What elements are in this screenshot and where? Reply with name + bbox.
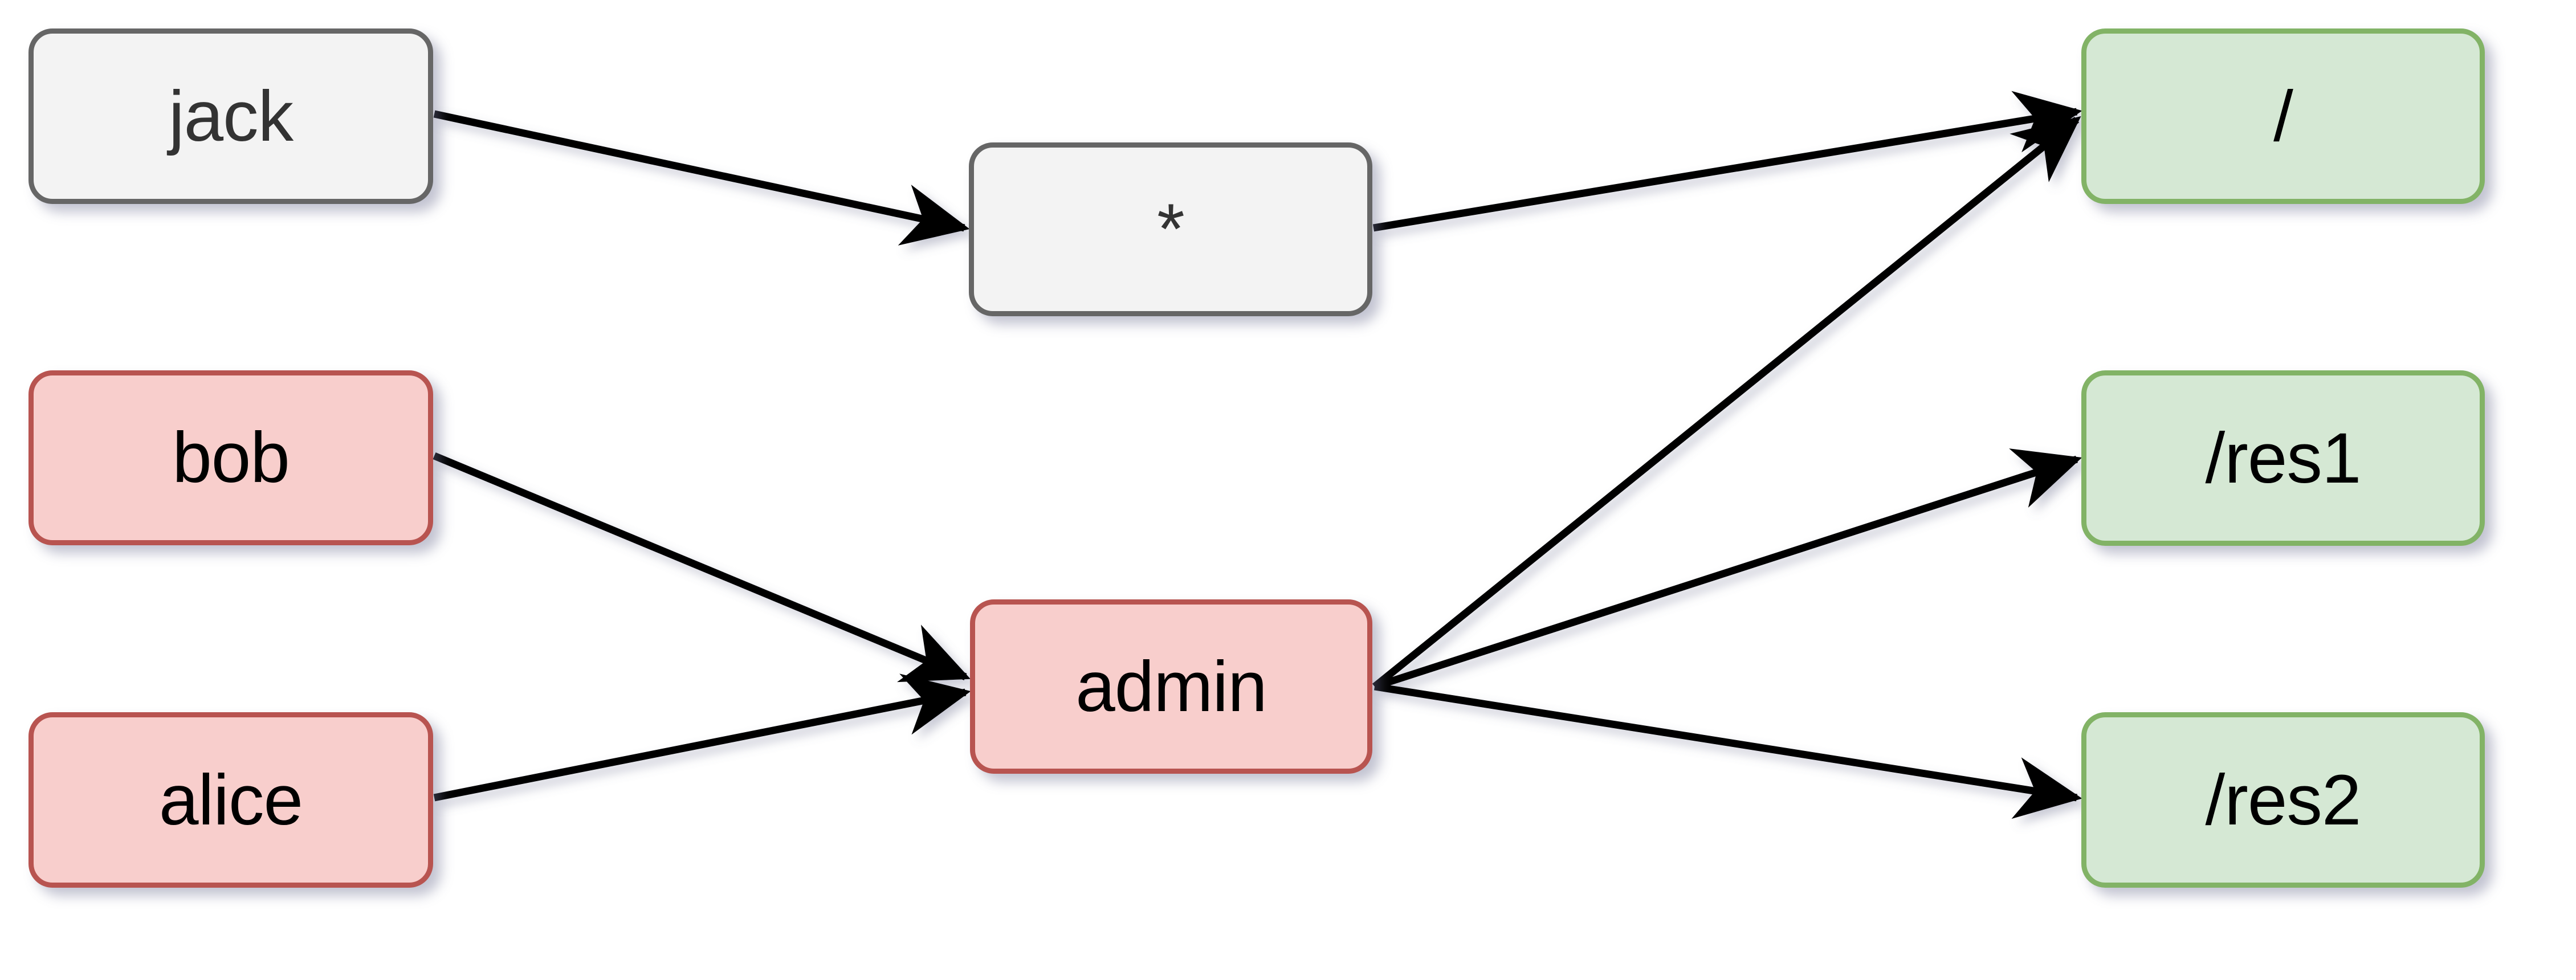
node-label-alice: alice [158, 760, 303, 840]
edge-bob-to-admin[interactable] [433, 452, 971, 683]
edge-alice-to-admin[interactable] [433, 673, 971, 802]
node-label-bob: bob [172, 418, 290, 497]
node-res2[interactable]: /res2 [2081, 712, 2485, 888]
node-res1[interactable]: /res1 [2081, 370, 2485, 546]
edge-admin-to-root[interactable] [1372, 116, 2081, 690]
edge-star-to-root[interactable] [1372, 91, 2082, 232]
node-label-admin: admin [1075, 647, 1267, 726]
node-label-res2: /res2 [2205, 760, 2362, 840]
node-label-star: * [1157, 189, 1185, 269]
node-label-jack: jack [168, 76, 294, 156]
node-label-root: / [2273, 76, 2293, 156]
node-admin[interactable]: admin [970, 599, 1372, 774]
node-root[interactable]: / [2081, 28, 2485, 204]
edge-admin-to-res2[interactable] [1373, 683, 2082, 819]
node-star[interactable]: * [969, 142, 1372, 316]
node-jack[interactable]: jack [28, 28, 433, 204]
node-bob[interactable]: bob [28, 370, 433, 545]
edge-jack-to-star[interactable] [433, 110, 970, 246]
node-alice[interactable]: alice [28, 712, 433, 888]
node-label-res1: /res1 [2205, 418, 2362, 498]
edge-admin-to-res1[interactable] [1373, 448, 2082, 691]
